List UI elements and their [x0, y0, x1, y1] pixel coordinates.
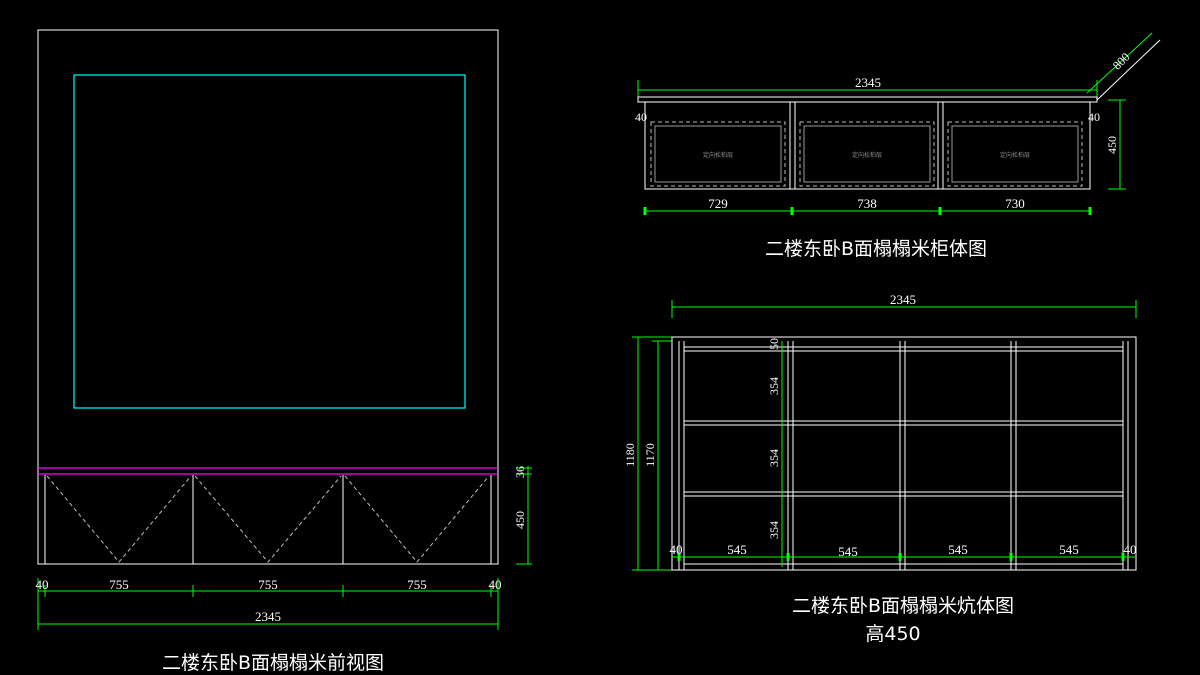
- cabinet-drawer-front: [654, 125, 782, 183]
- platform-dim-total: 2345: [890, 292, 916, 307]
- cabinet-drawer-front: [803, 125, 931, 183]
- cabinet-body: [644, 101, 1091, 190]
- cabinet-drawer-label: 定向松柏层: [852, 151, 882, 159]
- platform-view-subcaption: 高450: [865, 623, 920, 645]
- cabinet-depth-edge: [1096, 39, 1161, 101]
- cabinet-drawer-label: 定向松柏层: [703, 151, 733, 159]
- platform-dim-bay-3: 545: [948, 542, 968, 557]
- cabinet-dim-bay-2: 738: [857, 196, 877, 211]
- cabinet-dim-side-left: 40: [635, 110, 647, 124]
- front-view: 40 755 755 755 40 2345 36 450 二楼东卧B面榻榻米前…: [36, 29, 532, 674]
- platform-dim-row-1: 354: [767, 377, 781, 395]
- front-dim-total: 2345: [255, 609, 281, 624]
- front-door-swing: [46, 475, 192, 563]
- front-door-swing: [344, 475, 490, 563]
- front-dim-height: 450: [513, 511, 527, 529]
- cabinet-drawer: [947, 121, 1083, 187]
- platform-dim-side-left: 40: [670, 542, 683, 557]
- platform-dim-inner-height: 1170: [643, 443, 657, 467]
- cabinet-top-board: [637, 96, 1098, 103]
- cabinet-view: 2345 800 定向松柏层 定向松柏层 定向松柏层 40 40 450: [635, 32, 1161, 260]
- front-dim-side-left: 40: [36, 577, 49, 592]
- platform-dim-side-right: 40: [1124, 542, 1137, 557]
- cabinet-dim-total: 2345: [855, 75, 881, 90]
- front-outline: [37, 29, 499, 565]
- cabinet-drawer-label: 定向松柏层: [1000, 151, 1030, 159]
- platform-view: 2345 1180 1170 50 354 354 354: [623, 292, 1137, 645]
- platform-dim-bay-4: 545: [1059, 542, 1079, 557]
- front-dim-bay-2: 755: [258, 577, 278, 592]
- cabinet-dim-height: 450: [1105, 136, 1119, 154]
- platform-dim-bay-1: 545: [727, 542, 747, 557]
- platform-dim-row-top: 50: [767, 338, 781, 350]
- platform-frame: [671, 336, 1137, 571]
- front-dim-bay-1: 755: [109, 577, 129, 592]
- platform-dim-row-3: 354: [767, 521, 781, 539]
- cabinet-drawer: [650, 121, 786, 187]
- cabinet-dim-side-right: 40: [1088, 110, 1100, 124]
- front-dim-bay-3: 755: [407, 577, 427, 592]
- front-dim-side-right: 40: [489, 577, 502, 592]
- cabinet-view-caption: 二楼东卧B面榻榻米柜体图: [765, 238, 987, 260]
- platform-view-caption: 二楼东卧B面榻榻米炕体图: [792, 595, 1014, 617]
- front-inner-panel: [73, 74, 466, 409]
- cabinet-drawer: [799, 121, 935, 187]
- front-door-swing: [194, 475, 342, 563]
- platform-dim-outer-height: 1180: [623, 443, 637, 467]
- cabinet-dim-bay-3: 730: [1005, 196, 1025, 211]
- front-dim-trim: 36: [513, 466, 527, 478]
- platform-dim-row-2: 354: [767, 449, 781, 467]
- platform-dim-bay-2: 545: [838, 544, 858, 559]
- cabinet-depth-dim-line: [1086, 32, 1153, 94]
- cabinet-dim-bay-1: 729: [708, 196, 728, 211]
- cabinet-drawer-front: [951, 125, 1079, 183]
- front-view-caption: 二楼东卧B面榻榻米前视图: [162, 652, 384, 674]
